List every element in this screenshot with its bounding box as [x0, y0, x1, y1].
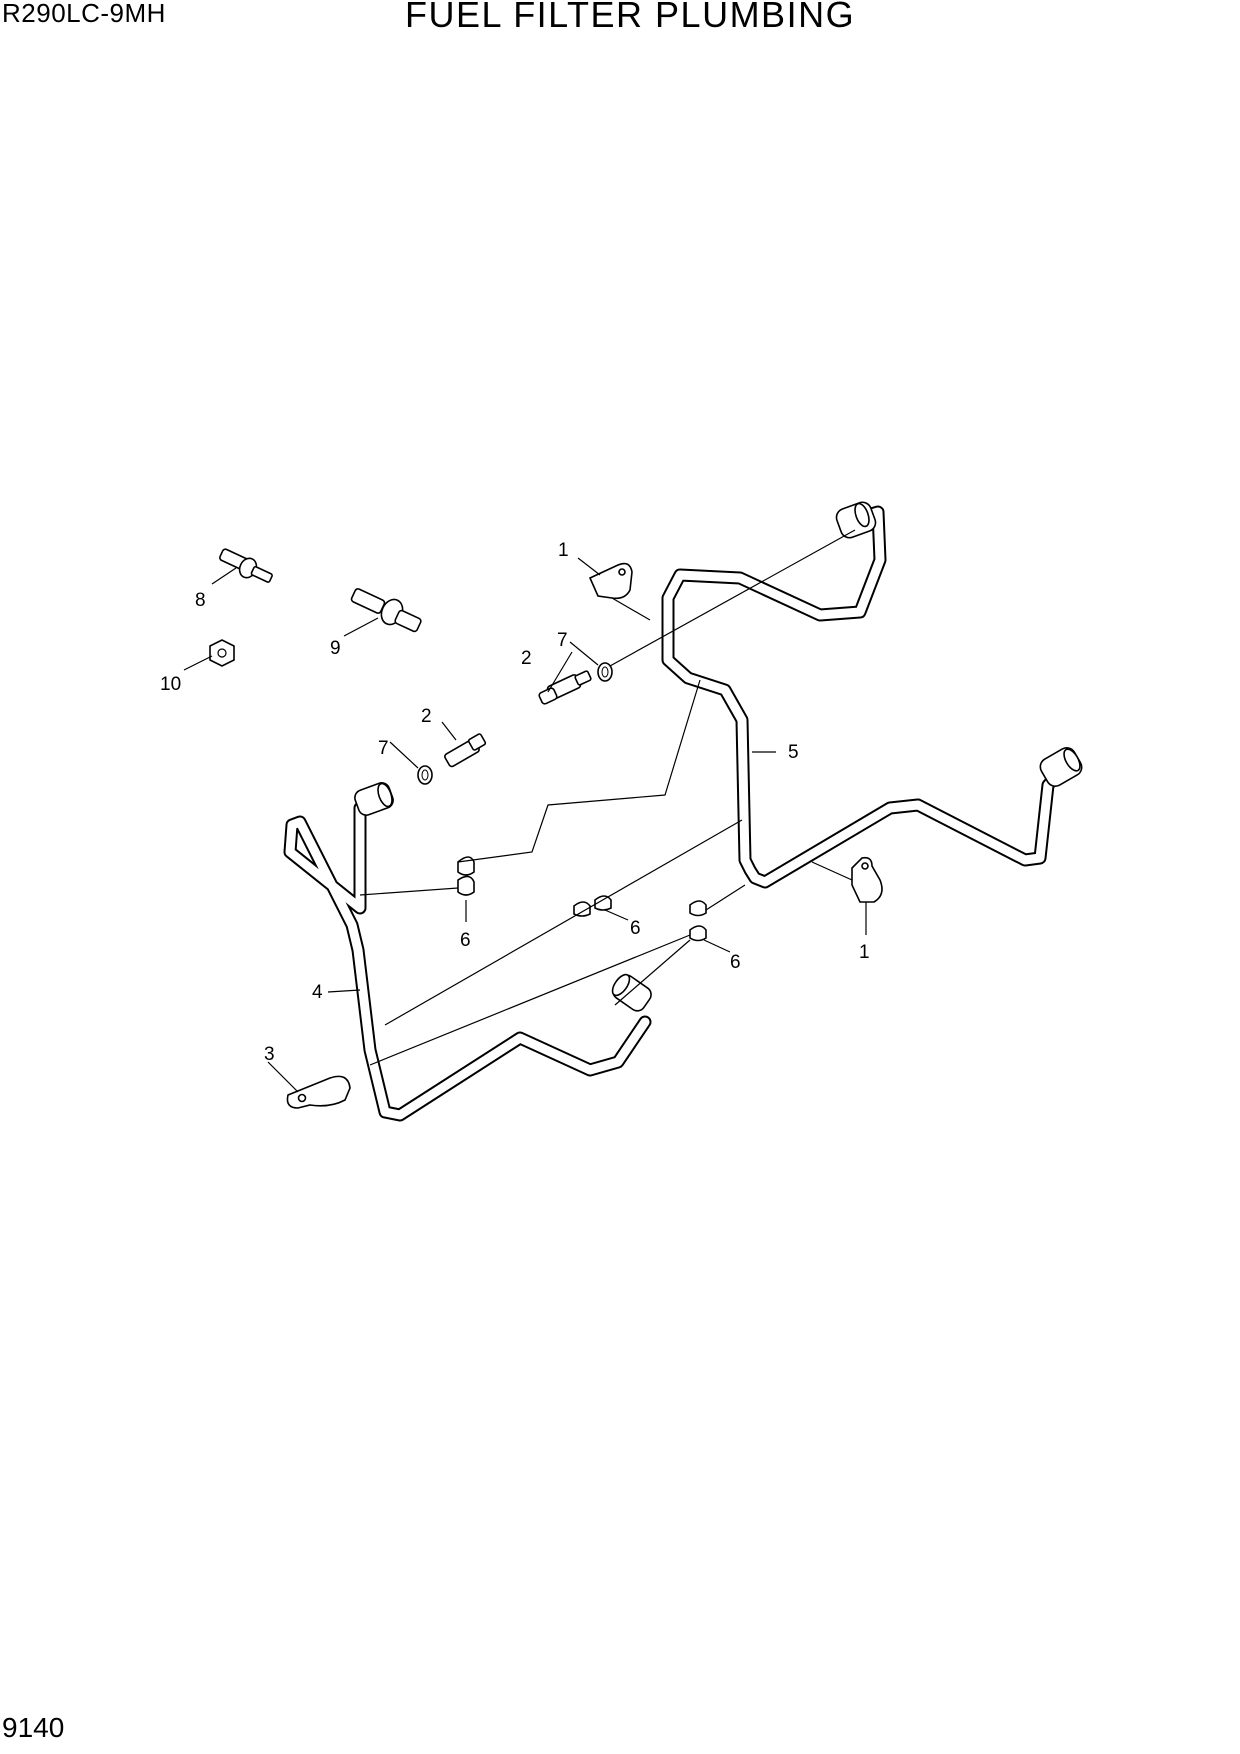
page-number: 9140 [2, 1712, 65, 1743]
callout-1-top: 1 [558, 540, 569, 561]
callout-6-right: 6 [730, 952, 741, 973]
o-ring-7-upper [597, 662, 613, 682]
assembly-guide-lines [359, 529, 856, 1066]
clip-6-left [457, 856, 475, 896]
callout-labels: 1 1 2 2 3 4 5 6 6 6 7 7 8 9 10 [160, 540, 870, 1065]
tube-5-fitting-right [1039, 747, 1083, 787]
callout-4: 4 [312, 982, 323, 1003]
adapter-2-lower [444, 733, 487, 768]
callout-2-lower: 2 [421, 706, 432, 727]
callout-5: 5 [788, 742, 799, 763]
callout-8: 8 [195, 590, 206, 611]
clamp-1-top [588, 562, 633, 600]
callout-3: 3 [264, 1044, 275, 1065]
tube-4-fitting-bottom [611, 973, 652, 1012]
nut-10 [209, 639, 235, 667]
page-title: FUEL FILTER PLUMBING [405, 0, 856, 35]
tube-5-fitting-top [835, 501, 877, 539]
callout-leaders [183, 557, 867, 1093]
adapter-2-upper [538, 670, 592, 705]
callout-6-left: 6 [460, 930, 471, 951]
bolt-9 [350, 588, 422, 633]
clamp-3 [286, 1075, 351, 1109]
o-ring-7-lower [417, 765, 433, 785]
bolt-8 [219, 548, 273, 583]
callout-7-lower: 7 [378, 738, 389, 759]
callout-6-middle: 6 [630, 918, 641, 939]
callout-7-upper: 7 [557, 630, 568, 651]
fuel-tube-5 [661, 505, 1067, 889]
model-number: R290LC-9MH [2, 0, 166, 28]
clamp-1-right [851, 856, 883, 903]
callout-2-upper: 2 [521, 648, 532, 669]
callout-1-right: 1 [859, 942, 870, 963]
fuel-tube-4 [283, 801, 652, 1122]
tube-4-fitting-top [354, 782, 394, 816]
clip-6-middle [573, 895, 612, 917]
callout-9: 9 [330, 638, 341, 659]
clip-6-right [689, 900, 707, 942]
callout-10: 10 [160, 674, 181, 695]
